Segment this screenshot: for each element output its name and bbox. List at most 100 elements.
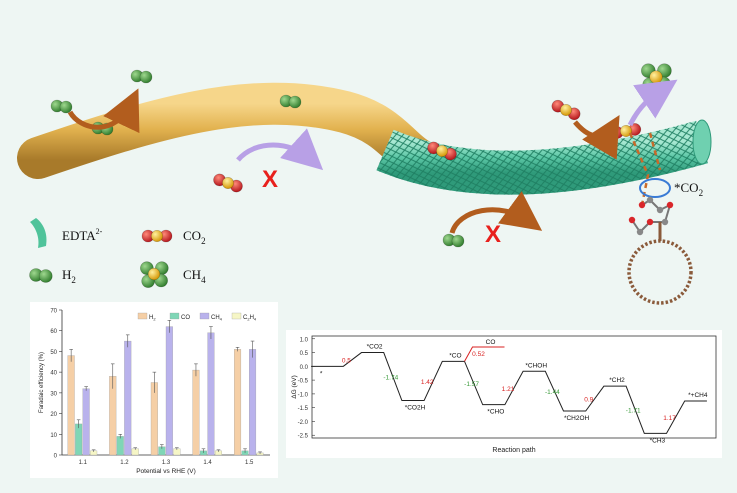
- schematic-legend: EDTA2- CO2 H2 CH4: [29, 218, 206, 288]
- bar-y-axis-label: Faradaic efficiency (%): [39, 352, 45, 413]
- energy-level-label: *CO2H: [405, 405, 426, 412]
- bar-legend-label: CH4: [211, 315, 223, 322]
- energy-step-value: -1.57: [464, 381, 479, 388]
- bar-y-tick-label: 20: [50, 412, 57, 418]
- h2-escape-arrow: [67, 88, 140, 134]
- legend-co2: CO2: [183, 228, 206, 246]
- complex-atom: [661, 218, 669, 226]
- bar: [150, 382, 158, 456]
- co2-adsorbed-label: *CO2: [674, 180, 703, 198]
- co-desorption-line: [464, 346, 505, 362]
- bar-y-tick-label: 70: [50, 309, 57, 315]
- bar-y-tick-label: 0: [54, 454, 58, 460]
- bar-x-tick-label: 1.1: [79, 460, 88, 466]
- complex-atom: [646, 218, 654, 226]
- complex-atom: [638, 201, 646, 209]
- bar-legend-swatch: [169, 312, 180, 320]
- energy-step-value: 1.21: [502, 386, 515, 393]
- co-desorption-value: 0.52: [472, 351, 485, 358]
- edta-ribbon-icon: [30, 218, 47, 248]
- macrocycle-ring: [627, 222, 693, 305]
- bar-legend-swatch: [137, 312, 148, 320]
- energy-chart-panel: [286, 330, 722, 458]
- bar-y-tick-label: 50: [50, 350, 57, 356]
- energy-level-label: *CHOH: [525, 362, 547, 369]
- bar: [124, 340, 132, 456]
- bar: [249, 349, 257, 456]
- energy-y-tick-label: -1.5: [298, 406, 309, 412]
- svg-text:X: X: [485, 221, 501, 248]
- h2-molecule: [279, 94, 302, 109]
- bar-x-tick-label: 1.4: [203, 460, 212, 466]
- co2-in-arrow: [573, 115, 620, 160]
- energy-y-tick-label: 0.5: [300, 351, 309, 357]
- energy-step-value: -1.71: [626, 408, 641, 415]
- energy-y-axis-label: ΔG (eV): [291, 375, 298, 398]
- energy-level-label: *CH2: [609, 377, 625, 384]
- complex-atom: [656, 206, 664, 214]
- energy-y-tick-label: 0.0: [300, 365, 309, 371]
- energy-y-tick-label: 1.0: [300, 337, 309, 343]
- bar-legend-swatch: [199, 312, 210, 320]
- bar-legend-label: CO: [181, 315, 190, 321]
- energy-level-label: *CH2OH: [564, 415, 590, 422]
- energy-y-tick-label: -2.0: [298, 420, 309, 426]
- edta-complex: [628, 196, 674, 236]
- bar: [234, 349, 242, 456]
- co-desorption-label: CO: [486, 339, 496, 346]
- bar-y-tick-label: 40: [50, 371, 57, 377]
- h2-icon: [29, 268, 53, 283]
- ch4-icon-molecule: [140, 261, 169, 288]
- legend-edta: EDTA2-: [62, 227, 103, 243]
- bar: [82, 388, 90, 456]
- complex-atom: [628, 216, 636, 224]
- energy-step-value: 0.9: [584, 397, 593, 404]
- energy-level-label: *: [320, 370, 323, 377]
- svg-text:X: X: [262, 166, 278, 193]
- energy-plot-frame: [311, 335, 717, 439]
- bar-x-tick-label: 1.2: [120, 460, 129, 466]
- energy-profile-line: [311, 352, 707, 434]
- complex-atom: [666, 201, 674, 209]
- bar-legend-label: C2H4: [243, 315, 257, 322]
- legend-ch4: CH4: [183, 267, 206, 285]
- block-mark-co2: X: [262, 166, 278, 193]
- h2-rejected-arrow: [449, 191, 543, 234]
- h2-molecule: [130, 69, 153, 84]
- energy-level-label: *CHO: [487, 409, 504, 416]
- h2-icon-molecule: [29, 268, 53, 283]
- bar-legend-swatch: [231, 312, 242, 320]
- co2-molecule: [427, 141, 457, 161]
- bar: [75, 423, 83, 456]
- co2-icon: [141, 229, 173, 243]
- bar-x-tick-label: 1.3: [162, 460, 171, 466]
- energy-y-tick-label: -1.0: [298, 392, 309, 398]
- block-mark-h2: X: [485, 221, 501, 248]
- ch4-out-arrow: [627, 79, 678, 127]
- h2-molecule: [50, 99, 73, 114]
- h2-molecule: [442, 233, 465, 248]
- energy-step-value: -1.44: [545, 389, 560, 396]
- bar-y-tick-label: 60: [50, 329, 57, 335]
- energy-step-value: 1.42: [421, 379, 434, 386]
- co2-molecule: [551, 99, 581, 121]
- bar-y-tick-label: 10: [50, 433, 57, 439]
- energy-y-tick-label: -0.5: [298, 379, 309, 385]
- energy-level-label: *CH3: [650, 437, 666, 444]
- binding-site: [628, 132, 671, 206]
- co2-rejected-arrow: [236, 128, 324, 171]
- co2-icon-molecule: [141, 229, 173, 243]
- bar-x-tick-label: 1.5: [245, 460, 254, 466]
- ch4-icon: [140, 261, 169, 288]
- legend-h2: H2: [62, 267, 76, 285]
- energy-x-axis-label: Reaction path: [492, 447, 535, 454]
- energy-step-value: -1.74: [383, 375, 398, 382]
- bar: [67, 355, 75, 456]
- energy-level-label: *CO: [449, 352, 461, 359]
- ch4-molecule: [640, 63, 672, 92]
- energy-step-value: 0.5: [342, 357, 351, 364]
- energy-y-tick-label: -2.5: [298, 434, 309, 440]
